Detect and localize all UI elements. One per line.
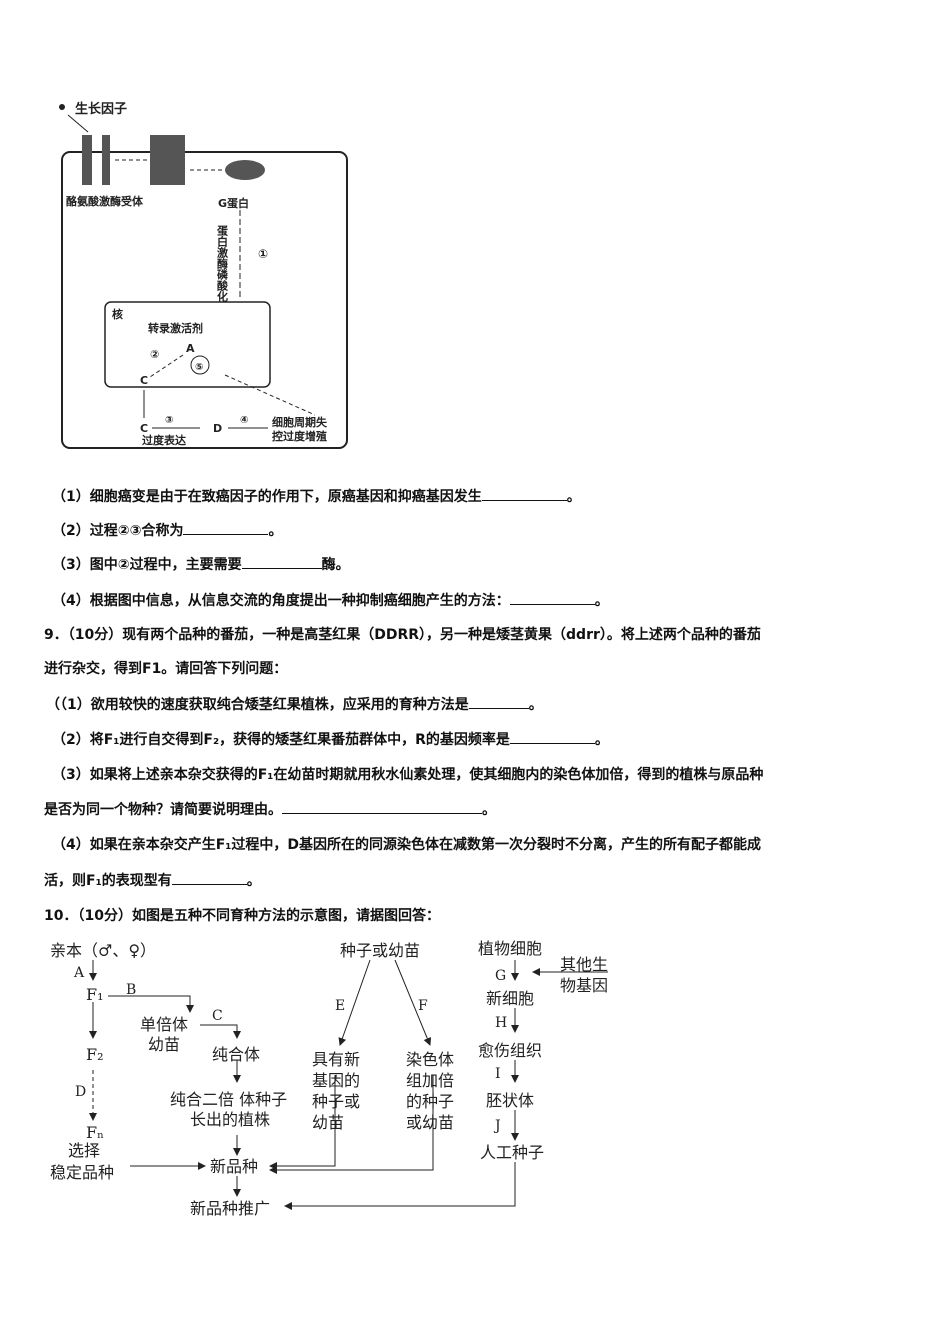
- svg-text:具有新: 具有新: [312, 1050, 360, 1069]
- svg-text:E: E: [335, 998, 345, 1014]
- q9-part4-line1: （4）如果在亲本杂交产生F₁过程中，D基因所在的同源染色体在减数第一次分裂时不分…: [52, 837, 762, 853]
- answer-blank[interactable]: [171, 872, 247, 885]
- svg-text:单倍体: 单倍体: [140, 1015, 188, 1034]
- svg-text:细胞周期失: 细胞周期失: [272, 415, 328, 429]
- svg-text:物基因: 物基因: [560, 976, 608, 995]
- svg-text:核: 核: [112, 307, 123, 321]
- q9-part3-line1: （3）如果将上述亲本杂交获得的F₁在幼苗时期就用秋水仙素处理，使其细胞内的染色体…: [52, 767, 764, 783]
- svg-text:组加倍: 组加倍: [406, 1071, 454, 1090]
- svg-text:新品种推广: 新品种推广: [190, 1199, 270, 1218]
- q9-part4-line2: 活，则F₁的表现型有。: [44, 872, 261, 889]
- svg-text:G: G: [495, 968, 506, 984]
- svg-text:亲本（♂、♀）: 亲本（♂、♀）: [50, 941, 156, 960]
- svg-text:人工种子: 人工种子: [480, 1143, 544, 1162]
- answer-blank[interactable]: [468, 696, 529, 709]
- svg-text:G蛋白: G蛋白: [218, 196, 249, 210]
- q8-part2: （2）过程②③合称为。: [52, 522, 283, 539]
- svg-text:A: A: [73, 965, 85, 981]
- q8-part4: （4）根据图中信息，从信息交流的角度提出一种抑制癌细胞产生的方法：。: [52, 592, 609, 609]
- svg-text:生长因子: 生长因子: [75, 101, 127, 117]
- svg-text:F₂: F₂: [86, 1045, 104, 1064]
- answer-blank[interactable]: [481, 488, 567, 501]
- svg-text:J: J: [493, 1118, 501, 1134]
- svg-text:新细胞: 新细胞: [486, 989, 534, 1008]
- answer-blank[interactable]: [241, 556, 322, 569]
- svg-text:①: ①: [258, 247, 268, 261]
- q8-part1: （1）细胞癌变是由于在致癌因子的作用下，原癌基因和抑癌基因发生。: [52, 488, 581, 505]
- q8-part3: （3）图中②过程中，主要需要酶。: [52, 556, 350, 573]
- svg-text:其他生: 其他生: [560, 955, 608, 974]
- breeding-methods-diagram: 亲本（♂、♀） A F₁ B 单倍体 幼苗 C 纯合体 F₂ D Fₙ 纯合二倍…: [50, 939, 608, 1218]
- answer-blank[interactable]: [183, 522, 269, 535]
- q9-part3-line2: 是否为同一个物种？请简要说明理由。。: [44, 801, 496, 818]
- svg-text:纯合体: 纯合体: [212, 1045, 260, 1064]
- svg-text:种子或: 种子或: [312, 1092, 360, 1111]
- svg-text:幼苗: 幼苗: [312, 1113, 344, 1132]
- svg-text:C: C: [212, 1008, 223, 1024]
- svg-text:酪氨酸激酶受体: 酪氨酸激酶受体: [66, 194, 144, 208]
- svg-text:A: A: [186, 342, 195, 355]
- svg-text:胚状体: 胚状体: [486, 1091, 534, 1110]
- q9-stem-line1: 9．（10分）现有两个品种的番茄，一种是高茎红果（DDRR），另一种是矮茎黄果（…: [44, 627, 761, 643]
- svg-text:植物细胞: 植物细胞: [478, 939, 542, 958]
- svg-text:纯合二倍 体种子: 纯合二倍 体种子: [170, 1090, 287, 1109]
- svg-text:F₁: F₁: [86, 985, 104, 1004]
- svg-text:染色体: 染色体: [406, 1050, 454, 1069]
- svg-text:长出的植株: 长出的植株: [190, 1110, 270, 1129]
- svg-text:蛋白激酶磷酸化: 蛋白激酶磷酸化: [216, 225, 229, 303]
- svg-text:转录激活剂: 转录激活剂: [148, 321, 203, 335]
- svg-text:H: H: [495, 1015, 507, 1031]
- svg-text:幼苗: 幼苗: [148, 1035, 180, 1054]
- svg-text:C: C: [140, 422, 148, 435]
- svg-text:B: B: [126, 982, 136, 998]
- svg-text:②: ②: [150, 348, 159, 361]
- svg-text:选择: 选择: [68, 1141, 100, 1160]
- svg-text:C: C: [140, 374, 148, 387]
- q9-part2: （2）将F₁进行自交得到F₂，获得的矮茎红果番茄群体中，R的基因频率是。: [52, 731, 609, 748]
- svg-text:F: F: [418, 998, 428, 1014]
- q9-stem-line2: 进行杂交，得到F1。请回答下列问题：: [44, 661, 288, 677]
- svg-text:D: D: [75, 1084, 86, 1100]
- svg-text:或幼苗: 或幼苗: [406, 1113, 454, 1132]
- svg-text:⑤: ⑤: [195, 362, 203, 373]
- svg-text:过度表达: 过度表达: [142, 433, 186, 447]
- svg-text:④: ④: [240, 415, 248, 426]
- cancer-signaling-diagram: 生长因子 酪氨酸激酶受体 G蛋白 蛋白激酶磷酸化 ① 核 转录激活剂 A ⑤ ②…: [59, 101, 348, 449]
- svg-text:愈伤组织: 愈伤组织: [478, 1041, 542, 1060]
- svg-text:稳定品种: 稳定品种: [50, 1163, 114, 1182]
- svg-text:控过度增殖: 控过度增殖: [272, 429, 327, 443]
- svg-text:种子或幼苗: 种子或幼苗: [340, 941, 420, 960]
- svg-text:③: ③: [165, 415, 173, 426]
- svg-text:基因的: 基因的: [312, 1071, 360, 1090]
- answer-blank[interactable]: [509, 731, 595, 744]
- answer-blank[interactable]: [509, 592, 595, 605]
- svg-text:新品种: 新品种: [210, 1157, 258, 1176]
- q10-stem: 10．（10分）如图是五种不同育种方法的示意图，请据图回答：: [44, 908, 440, 924]
- svg-text:Fₙ: Fₙ: [86, 1123, 104, 1142]
- q9-part1: （（1）欲用较快的速度获取纯合矮茎红果植株，应采用的育种方法是。: [46, 696, 543, 713]
- svg-text:D: D: [213, 422, 222, 435]
- svg-text:I: I: [495, 1066, 501, 1082]
- svg-text:的种子: 的种子: [406, 1092, 454, 1111]
- answer-blank[interactable]: [282, 801, 482, 814]
